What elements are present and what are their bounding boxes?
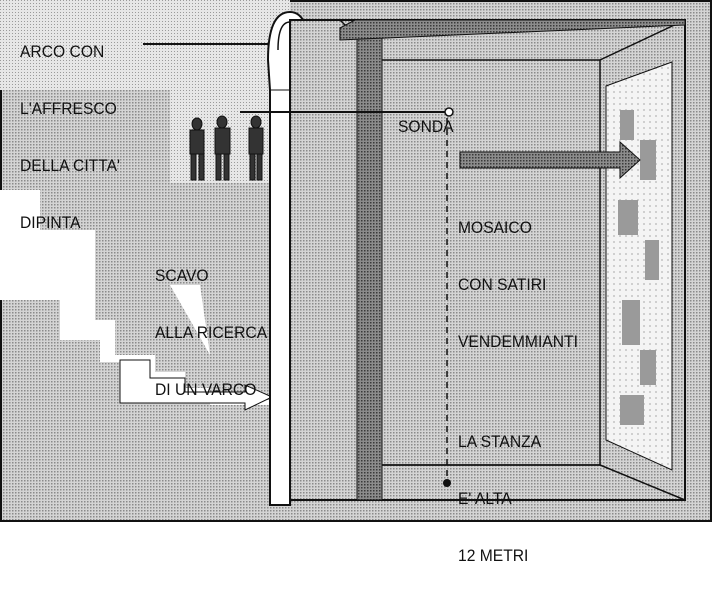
- workers-figures: [189, 115, 264, 181]
- room-interior: [379, 59, 601, 466]
- illustration: [0, 0, 712, 522]
- label-sonda: SONDA: [398, 117, 454, 136]
- floor-dot: [443, 479, 451, 487]
- scavo-pointer: [170, 285, 210, 355]
- mosaic-arrow: [459, 140, 641, 180]
- label-scavo: SCAVO ALLA RICERCA DI UN VARCO: [155, 266, 268, 399]
- label-stanza: LA STANZA E' ALTA 12 METRI: [458, 432, 542, 565]
- label-mosaico: MOSAICO CON SATIRI VENDEMMIANTI: [458, 218, 578, 351]
- label-arco: ARCO CON L'AFFRESCO DELLA CITTA' DIPINTA: [20, 42, 121, 232]
- excavation-stairs: [0, 190, 278, 405]
- diagram-canvas: ARCO CON L'AFFRESCO DELLA CITTA' DIPINTA…: [0, 0, 712, 565]
- dark-wall: [356, 21, 383, 501]
- probe-head: [444, 107, 454, 117]
